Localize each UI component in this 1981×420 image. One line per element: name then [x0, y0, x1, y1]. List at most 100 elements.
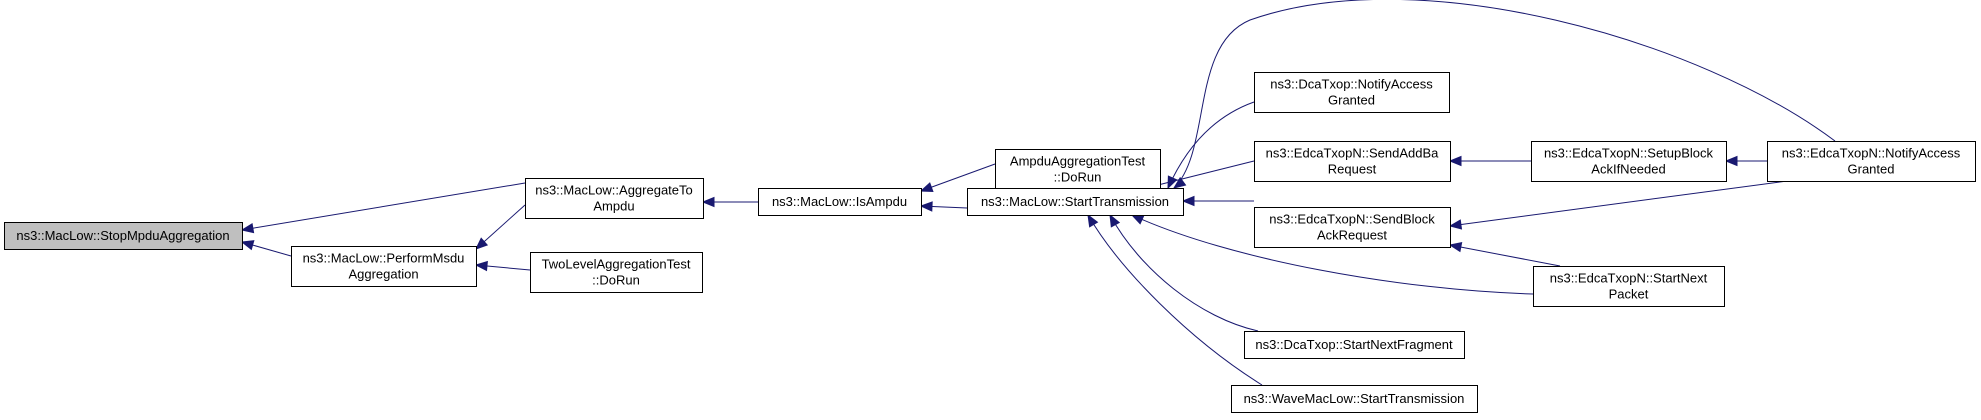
node-label-line: Granted [1328, 93, 1375, 108]
edge-arrowhead-17 [1448, 242, 1463, 253]
edge-arrowhead-9 [1181, 195, 1195, 207]
node-label-line: ns3::WaveMacLow::StartTransmission [1244, 391, 1465, 406]
node-label-line: ns3::EdcaTxopN::SetupBlock [1544, 146, 1714, 161]
node-box [525, 178, 704, 219]
node-stop[interactable]: ns3::MacLow::StopMpduAggregation [4, 222, 243, 250]
node-label-line: AckRequest [1317, 228, 1387, 243]
node-label-line: AckIfNeeded [1591, 162, 1665, 177]
edge-waveStartTx-to-startTx [1087, 213, 1263, 386]
node-label-line: Aggregation [348, 267, 418, 282]
edge-arrowhead-16 [1448, 219, 1463, 230]
node-label-line: TwoLevelAggregationTest [542, 257, 691, 272]
edge-arrowhead-0 [240, 222, 255, 234]
edge-arrowhead-12 [1087, 213, 1099, 228]
edge-arrowhead-5 [919, 182, 934, 192]
edge-arrowhead-3 [474, 260, 488, 272]
edge-line-13 [1173, 0, 1836, 189]
node-label-line: ::DoRun [592, 273, 640, 288]
node-label-line: ns3::EdcaTxopN::SendAddBa [1266, 146, 1439, 161]
edge-line-16 [1449, 180, 1788, 227]
edge-arrowhead-6 [919, 201, 933, 212]
node-twoLevel[interactable]: TwoLevelAggregationTest::DoRun [530, 252, 703, 293]
node-label-line: ns3::MacLow::StartTransmission [981, 194, 1169, 209]
node-label-line: Request [1328, 162, 1377, 177]
node-label-line: AmpduAggregationTest [1010, 154, 1146, 169]
edge-dcaStartNextFrag-to-startTx [1109, 213, 1259, 332]
node-box [1531, 141, 1727, 182]
node-label-line: ns3::DcaTxop::StartNextFragment [1255, 337, 1453, 352]
edge-edcaNotify-to-startTx [1172, 0, 1836, 189]
edge-startTx-to-isAmpdu [919, 201, 968, 212]
node-label-line: ns3::EdcaTxopN::StartNext [1550, 271, 1708, 286]
edge-arrowhead-1 [240, 240, 255, 251]
node-label-line: Granted [1848, 162, 1895, 177]
edge-aggToAmpdu-to-performMsdu [475, 204, 526, 250]
node-box [4, 222, 243, 250]
nodes-layer: ns3::MacLow::StopMpduAggregationns3::Mac… [4, 72, 1976, 413]
node-label-line: ns3::DcaTxop::NotifyAccess [1270, 77, 1433, 92]
node-ampduTest[interactable]: AmpduAggregationTest::DoRun [995, 149, 1161, 190]
node-box [530, 252, 703, 293]
node-label-line: Ampdu [593, 199, 634, 214]
edge-line-10 [1131, 214, 1534, 295]
node-box [1254, 207, 1451, 248]
edge-line-7 [1167, 101, 1255, 189]
node-label-line: Packet [1609, 287, 1649, 302]
edge-twoLevel-to-performMsdu [474, 260, 531, 272]
edges-layer [240, 0, 1836, 386]
edge-line-5 [920, 163, 996, 192]
node-box [967, 188, 1184, 216]
node-label-line: ns3::MacLow::PerformMsdu [303, 251, 465, 266]
node-box [995, 149, 1161, 190]
node-box [291, 246, 477, 287]
node-label-line: ns3::MacLow::AggregateTo [535, 183, 693, 198]
node-label-line: ns3::EdcaTxopN::NotifyAccess [1782, 146, 1961, 161]
node-box [758, 188, 922, 216]
node-box [1254, 141, 1451, 182]
edge-edcaNotify-to-sendBlockAck [1448, 180, 1788, 230]
node-dcaStartNextFrag[interactable]: ns3::DcaTxop::StartNextFragment [1244, 331, 1465, 359]
edge-edcaStartNext-to-sendBlockAck [1448, 242, 1561, 267]
node-label-line: ::DoRun [1054, 170, 1102, 185]
edge-performMsdu-to-stop [240, 240, 292, 257]
node-isAmpdu[interactable]: ns3::MacLow::IsAmpdu [758, 188, 922, 216]
node-box [1244, 331, 1465, 359]
edge-arrowhead-2 [475, 237, 489, 250]
edge-line-12 [1087, 214, 1263, 386]
edge-arrowhead-14 [1448, 155, 1462, 167]
node-waveStartTx[interactable]: ns3::WaveMacLow::StartTransmission [1231, 385, 1478, 413]
node-startTx[interactable]: ns3::MacLow::StartTransmission [967, 188, 1184, 216]
edge-arrowhead-13 [1172, 176, 1187, 189]
edge-dcaNotify-to-startTx [1167, 101, 1255, 190]
node-label-line: ns3::MacLow::StopMpduAggregation [16, 228, 229, 243]
edge-sendAddBa-to-startTx [1144, 160, 1255, 191]
edge-isAmpdu-to-aggToAmpdu [701, 196, 758, 208]
edge-arrowhead-4 [701, 196, 715, 208]
edge-aggToAmpdu-to-stop [240, 182, 526, 234]
edge-arrowhead-15 [1724, 155, 1738, 167]
node-box [1254, 72, 1450, 113]
edge-line-8 [1145, 160, 1255, 189]
node-label-line: ns3::EdcaTxopN::SendBlock [1269, 212, 1435, 227]
edge-line-11 [1109, 214, 1259, 332]
node-box [1533, 266, 1725, 307]
edge-line-0 [241, 182, 526, 231]
edge-sendBlockAck-to-startTx [1181, 195, 1254, 207]
edge-arrowhead-10 [1130, 214, 1145, 225]
edge-edcaNotify-to-setupBlockAck [1724, 155, 1767, 167]
edge-arrowhead-11 [1109, 213, 1121, 228]
edge-setupBlockAck-to-sendAddBa [1448, 155, 1531, 167]
node-label-line: ns3::MacLow::IsAmpdu [772, 194, 907, 209]
edge-line-17 [1449, 244, 1561, 267]
edge-ampduTest-to-isAmpdu [919, 163, 996, 192]
node-box [1767, 141, 1976, 182]
